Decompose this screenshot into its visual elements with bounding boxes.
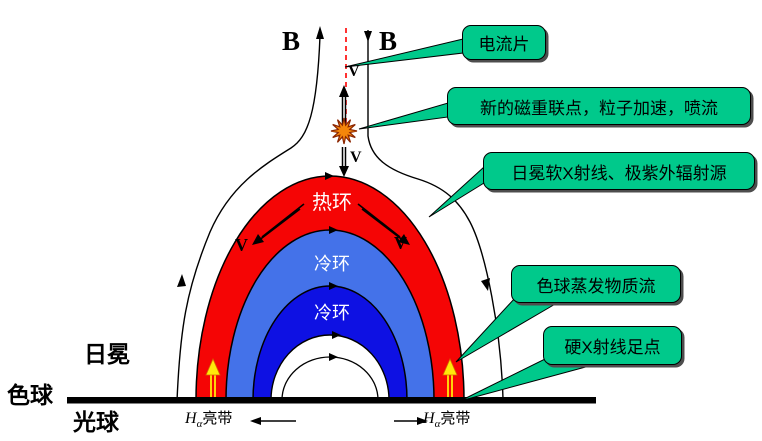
ha-left-arrowhead-icon [250, 417, 261, 425]
ha-ribbon-label-right: Hα亮带 [423, 411, 470, 430]
callout-reconnection-point: 新的磁重联点，粒子加速，喷流 [447, 87, 751, 125]
loop-apex-arrow-icon [329, 282, 338, 290]
callout-evaporation-flow: 色球蒸发物质流 [511, 265, 681, 303]
callout-hard-xray-footpoint: 硬X射线足点 [543, 326, 682, 365]
jet-arrows [341, 95, 347, 166]
reconnection-starburst-icon [330, 117, 358, 145]
field-label-b-left: B [282, 26, 301, 56]
field-line-left-mid-arrow-icon [177, 274, 186, 287]
ha-ribbon-text: 亮带 [202, 410, 233, 427]
evaporation-arrowhead-left-icon [205, 358, 221, 376]
jet-up-arrowhead-icon [339, 85, 349, 97]
ha-ribbon-text: 亮带 [440, 410, 471, 427]
callout-reconnection-point-label: 新的磁重联点，粒子加速，喷流 [480, 98, 718, 118]
ha-right-arrowhead-icon [417, 417, 428, 425]
cold-loop-outer-label: 冷环 [314, 254, 350, 274]
leader-evaporation-flow [455, 297, 559, 363]
callout-evaporation-flow-label: 色球蒸发物质流 [536, 276, 656, 296]
field-line-right-mid-arrow-icon [481, 278, 490, 291]
v-label-loop-left: V [235, 235, 248, 255]
callout-current-sheet-label: 电流片 [478, 35, 530, 54]
photosphere-surface-line [67, 397, 596, 404]
field-line-left [176, 35, 321, 402]
field-line-right-top-arrow-icon [364, 31, 372, 42]
callout-hard-xray-footpoint-label: 硬X射线足点 [564, 338, 661, 357]
leader-reconnection-point [358, 102, 449, 130]
v-label-jet-up: V [348, 63, 360, 80]
callout-soft-xray-source-label: 日冕软X射线、极紫外辐射源 [511, 163, 727, 183]
v-label-jet-down: V [350, 149, 362, 166]
leader-soft-xray-source [428, 165, 485, 218]
flow-arrowhead-right-icon [398, 234, 410, 245]
leader-current-sheet [344, 38, 464, 68]
field-line-left-top-arrow-icon [316, 26, 324, 39]
flow-arrowhead-left-icon [252, 234, 264, 245]
hot-loop-flow-arrows [257, 203, 405, 242]
chromosphere-label: 色球 [7, 382, 53, 408]
field-line-right [367, 30, 504, 400]
cold-loop-inner-label: 冷环 [314, 303, 350, 323]
loop-apex-arrow-icon [332, 331, 341, 339]
loop-apex-arrow-icon [329, 226, 338, 234]
ha-alpha-subscript: α [434, 418, 441, 430]
evaporation-arrowhead-right-icon [442, 358, 458, 376]
callout-soft-xray-source: 日冕软X射线、极紫外辐射源 [483, 152, 755, 190]
callout-current-sheet: 电流片 [462, 25, 546, 60]
ha-h-symbol: H [185, 410, 197, 427]
ha-h-symbol: H [423, 410, 435, 427]
ha-alpha-subscript: α [196, 418, 203, 430]
jet-down-arrowhead-icon [339, 166, 349, 177]
evaporation-arrow-shafts [210, 372, 453, 401]
corona-label: 日冕 [84, 341, 130, 367]
field-label-b-right: B [379, 26, 398, 56]
loop-apex-arrow-icon [325, 172, 334, 180]
v-label-loop-right: V [394, 233, 407, 253]
photosphere-label: 光球 [73, 409, 119, 435]
callout-leaders [344, 38, 594, 402]
ha-ribbon-label-left: Hα亮带 [185, 411, 232, 430]
hot-loop-label: 热环 [312, 192, 352, 214]
loop-apex-arrow-icon [329, 353, 338, 361]
